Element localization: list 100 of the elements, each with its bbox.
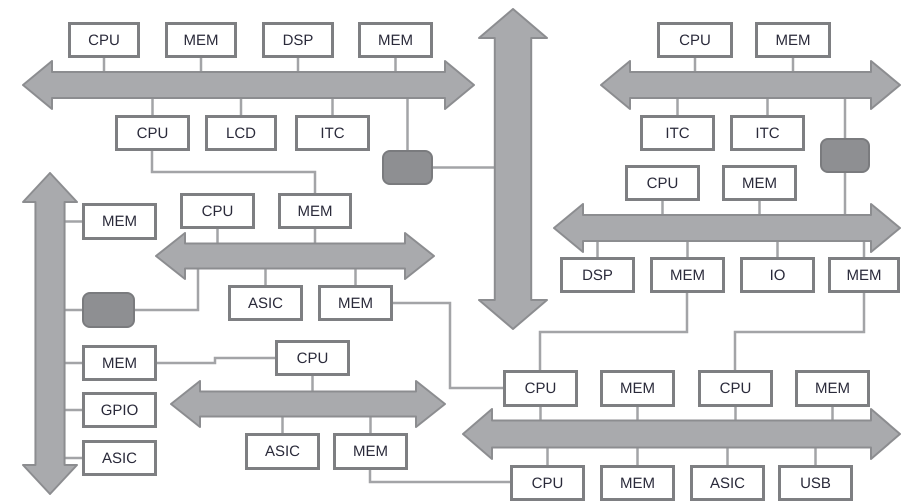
bridge-block [820, 138, 870, 173]
connector-line [64, 408, 82, 412]
component-box [600, 370, 675, 407]
component-label: ITC [755, 126, 780, 140]
component-box [358, 22, 433, 58]
connector-line [150, 151, 316, 193]
component-box [795, 370, 870, 407]
connector-line [862, 241, 866, 257]
connector-line [538, 293, 688, 370]
system-bus [553, 203, 901, 253]
connector-line [281, 416, 284, 433]
connector-line [240, 98, 242, 115]
component-box [740, 257, 815, 293]
component-label: CPU [532, 476, 564, 490]
connector-line [314, 229, 316, 244]
connector-line [331, 98, 334, 115]
connector-line [64, 456, 82, 460]
component-box [657, 22, 733, 58]
system-bus [22, 172, 78, 495]
connector-line [64, 220, 82, 223]
component-box [778, 465, 853, 501]
component-label: ASIC [102, 450, 137, 466]
component-label: MEM [776, 32, 810, 48]
connector-line [433, 166, 495, 169]
component-box [828, 257, 900, 293]
component-label: MEM [846, 268, 882, 282]
connector-line [844, 173, 846, 215]
connector-line [394, 58, 397, 72]
component-box [625, 165, 700, 201]
connector-line [734, 293, 866, 370]
connector-line [734, 407, 737, 420]
connector-line [102, 58, 106, 72]
component-label: MEM [184, 32, 218, 48]
component-label: DSP [282, 32, 314, 48]
connector-line [296, 58, 300, 72]
component-label: CPU [524, 381, 556, 396]
component-box [730, 115, 805, 151]
component-box [115, 115, 190, 151]
connector-line [64, 308, 82, 312]
component-label: MEM [338, 296, 373, 310]
component-label: MEM [742, 176, 777, 190]
component-label: ASIC [248, 296, 283, 310]
component-box [228, 285, 303, 321]
component-label: ITC [320, 126, 345, 140]
connector-line [596, 241, 599, 257]
component-box [690, 465, 765, 501]
component-label: CPU [88, 32, 120, 48]
component-box [262, 22, 334, 58]
connector-line [151, 98, 154, 115]
component-label: CPU [202, 204, 234, 218]
connector-line [726, 448, 729, 465]
connector-line [686, 241, 689, 257]
connector-line [264, 268, 267, 285]
component-label: USB [800, 476, 831, 490]
component-box [510, 465, 585, 501]
component-box [650, 257, 725, 293]
connector-line [546, 448, 549, 465]
component-label: CPU [720, 381, 752, 396]
component-label: MEM [815, 381, 850, 396]
component-box [245, 433, 320, 470]
system-bus [462, 408, 901, 460]
bridge-block [82, 292, 135, 328]
component-label: CPU [296, 350, 328, 366]
component-label: MEM [102, 214, 137, 229]
connector-line [636, 448, 639, 465]
component-box [275, 340, 350, 376]
system-bus [22, 60, 475, 110]
connector-line [792, 58, 794, 72]
connector-line [694, 58, 696, 72]
component-box [82, 392, 157, 428]
component-label: IO [770, 268, 786, 282]
component-box [600, 465, 675, 501]
connector-line [539, 407, 542, 420]
system-bus [155, 232, 435, 280]
component-label: CPU [679, 32, 711, 48]
component-label: DSP [582, 268, 613, 282]
bridge-block [382, 150, 433, 185]
component-box [640, 115, 715, 151]
connector-line [831, 407, 834, 420]
component-box [503, 370, 578, 407]
component-box [205, 115, 277, 151]
connector-line [393, 302, 503, 390]
component-box [180, 193, 255, 229]
component-box [82, 345, 157, 381]
connector-line [676, 98, 679, 115]
component-box [68, 22, 140, 58]
system-bus [478, 8, 548, 330]
connector-line [636, 407, 639, 420]
system-bus [600, 60, 901, 110]
component-label: CPU [646, 176, 678, 190]
connector-line [135, 268, 200, 312]
connector-line [354, 268, 357, 285]
connector-line [368, 470, 510, 484]
connector-line [844, 98, 846, 138]
connector-line [814, 448, 817, 465]
connector-line [157, 356, 275, 364]
component-box [82, 440, 157, 476]
component-box [722, 165, 797, 201]
component-box [698, 370, 773, 407]
component-box [165, 22, 237, 58]
